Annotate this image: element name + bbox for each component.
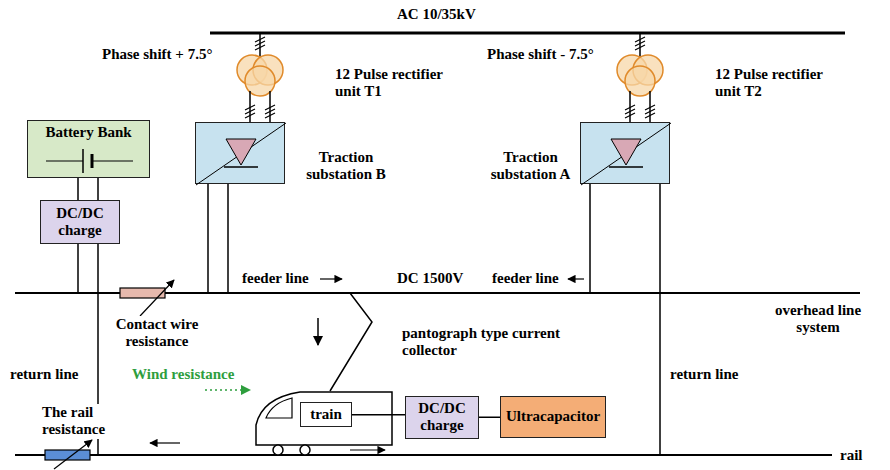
transformer-unit-outline bbox=[612, 50, 668, 96]
rectifier-box-outline bbox=[196, 123, 284, 183]
current-arrow bbox=[350, 449, 385, 450]
charger-wire bbox=[77, 244, 79, 293]
annotation-label: return line bbox=[8, 366, 80, 383]
feeder-wire bbox=[207, 184, 209, 293]
winding-lead bbox=[649, 91, 651, 96]
annotation-label: Wind resistance bbox=[130, 366, 236, 383]
diode-bar bbox=[609, 166, 643, 168]
diode-symbol bbox=[226, 139, 256, 165]
ac-feed-wire bbox=[639, 33, 641, 57]
train-wheel bbox=[273, 445, 283, 455]
annotation-label: Phase shift - 7.5° bbox=[485, 46, 596, 63]
winding-lead bbox=[269, 91, 271, 96]
transformer-winding bbox=[625, 66, 655, 96]
connector-wire bbox=[629, 96, 631, 122]
diode-symbol bbox=[611, 139, 641, 165]
diode-bar bbox=[224, 166, 258, 168]
connector-wire bbox=[77, 178, 79, 200]
connector-wire bbox=[352, 414, 405, 416]
battery-wire bbox=[97, 178, 99, 200]
winding-lead bbox=[629, 91, 631, 96]
train-body bbox=[256, 392, 392, 445]
ultracapacitor-box: Ultracapacitor bbox=[500, 396, 606, 438]
rectifier-diagonal bbox=[196, 123, 286, 185]
node-text: DC/DC charge bbox=[409, 400, 475, 435]
feeder-wire bbox=[589, 184, 591, 293]
return-wire bbox=[659, 184, 661, 455]
rectifier-box: Traction substation B bbox=[195, 122, 285, 184]
wind-arrow bbox=[205, 389, 250, 391]
train-box: train bbox=[300, 402, 352, 427]
current-arrow bbox=[150, 442, 180, 443]
node-text: Ultracapacitor bbox=[506, 408, 600, 425]
train-window bbox=[266, 398, 292, 418]
annotation-label: AC 10/35kV bbox=[395, 6, 478, 23]
annotation-label: return line bbox=[668, 366, 740, 383]
node-text: DC/DC charge bbox=[44, 205, 116, 240]
annotation-label: Contact wire resistance bbox=[105, 316, 209, 351]
transformer-winding bbox=[245, 66, 275, 96]
annotation-label: overhead line system bbox=[760, 302, 876, 337]
annotation-label: feeder line bbox=[240, 270, 311, 287]
train-wheel bbox=[300, 445, 310, 455]
rectifier-box: Traction substation A bbox=[580, 122, 670, 184]
node-text: train bbox=[310, 406, 342, 423]
annotation-label: pantograph type current collector bbox=[400, 325, 584, 360]
converter-box: DC/DC charge bbox=[40, 200, 120, 244]
variable-arrow bbox=[54, 440, 92, 469]
current-arrow bbox=[320, 278, 342, 279]
node-text: 12 Pulse rectifier unit T1 bbox=[335, 66, 460, 101]
node-text: Traction substation B bbox=[296, 149, 396, 184]
current-arrow bbox=[568, 278, 584, 279]
winding-lead bbox=[249, 91, 251, 96]
converter-box: DC/DC charge bbox=[405, 396, 479, 439]
rectifier-input-wire bbox=[269, 96, 271, 122]
three-phase-marks bbox=[245, 37, 655, 118]
node-text: Battery Bank bbox=[45, 124, 131, 141]
rectifier-diagonal bbox=[581, 123, 671, 185]
node-text: 12 Pulse rectifier unit T2 bbox=[715, 66, 840, 101]
connector-wire bbox=[479, 417, 500, 419]
annotation-label: rail bbox=[838, 447, 865, 464]
battery-symbol bbox=[46, 149, 133, 173]
connector-wire bbox=[249, 96, 251, 122]
transformer-unit-outline bbox=[232, 50, 288, 96]
annotation-label: The rail resistance bbox=[40, 404, 134, 439]
annotation-label: Phase shift + 7.5° bbox=[100, 46, 214, 63]
transformer-unit: 12 Pulse rectifier unit T2 bbox=[612, 50, 668, 96]
annotation-label: DC 1500V bbox=[395, 270, 465, 287]
ac-bus bbox=[210, 32, 845, 35]
rail-line bbox=[15, 454, 832, 456]
ac-feed-wire bbox=[259, 33, 261, 57]
battery-bank-box: Battery Bank bbox=[27, 120, 150, 178]
annotation-label: feeder line bbox=[490, 270, 561, 287]
transformer-unit: 12 Pulse rectifier unit T1 bbox=[232, 50, 288, 96]
rectifier-input-wire bbox=[649, 96, 651, 122]
rectifier-box-outline bbox=[581, 123, 669, 183]
node-text: Traction substation A bbox=[483, 149, 578, 184]
pantograph bbox=[330, 293, 372, 391]
current-arrow bbox=[317, 318, 319, 345]
feeder-wire bbox=[227, 184, 229, 293]
variable-arrow bbox=[140, 280, 174, 316]
